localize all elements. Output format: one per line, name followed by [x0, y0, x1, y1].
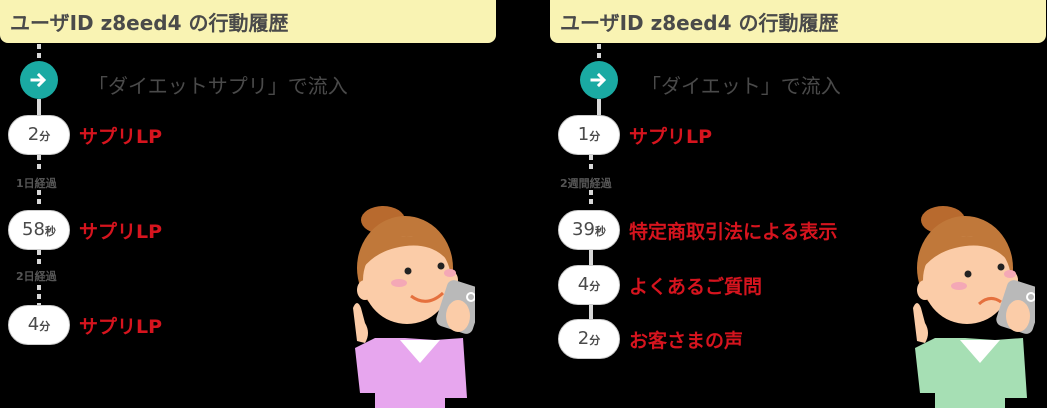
- panel-header: ユーザID z8eed4 の行動履歴: [0, 0, 496, 43]
- timeline-line: [37, 99, 41, 115]
- timeline-dots: [37, 155, 41, 173]
- page-name: サプリLP: [629, 126, 713, 148]
- inflow-text: 「ダイエット」で流入: [641, 74, 841, 98]
- inflow-arrow-icon: [20, 61, 58, 99]
- timeline-dots: [589, 190, 593, 208]
- page-name: お客さまの声: [629, 330, 744, 352]
- panel-header: ユーザID z8eed4 の行動履歴: [550, 0, 1046, 43]
- timeline-dots: [37, 250, 41, 266]
- page-name: よくあるご質問: [629, 276, 763, 298]
- timeline-dots: [589, 155, 593, 173]
- timeline-dots: [597, 44, 601, 60]
- timeline-line: [589, 305, 593, 320]
- woman-smiling-illustration: [353, 206, 475, 408]
- timeline-line: [597, 99, 601, 115]
- inflow-text: 「ダイエットサプリ」で流入: [88, 74, 348, 98]
- elapsed-label: 1日経過: [16, 177, 57, 190]
- timeline-dots: [37, 285, 41, 305]
- elapsed-label: 2日経過: [16, 270, 57, 283]
- timeline-dots: [37, 190, 41, 208]
- page-name: サプリLP: [79, 316, 163, 338]
- inflow-arrow-icon: [580, 61, 618, 99]
- woman-worried-illustration: [913, 206, 1035, 408]
- elapsed-label: 2週間経過: [560, 177, 612, 190]
- timeline-line: [589, 250, 593, 266]
- page-name: サプリLP: [79, 221, 163, 243]
- timeline-dots: [37, 44, 41, 60]
- page-name: 特定商取引法による表示: [629, 221, 838, 243]
- page-name: サプリLP: [79, 126, 163, 148]
